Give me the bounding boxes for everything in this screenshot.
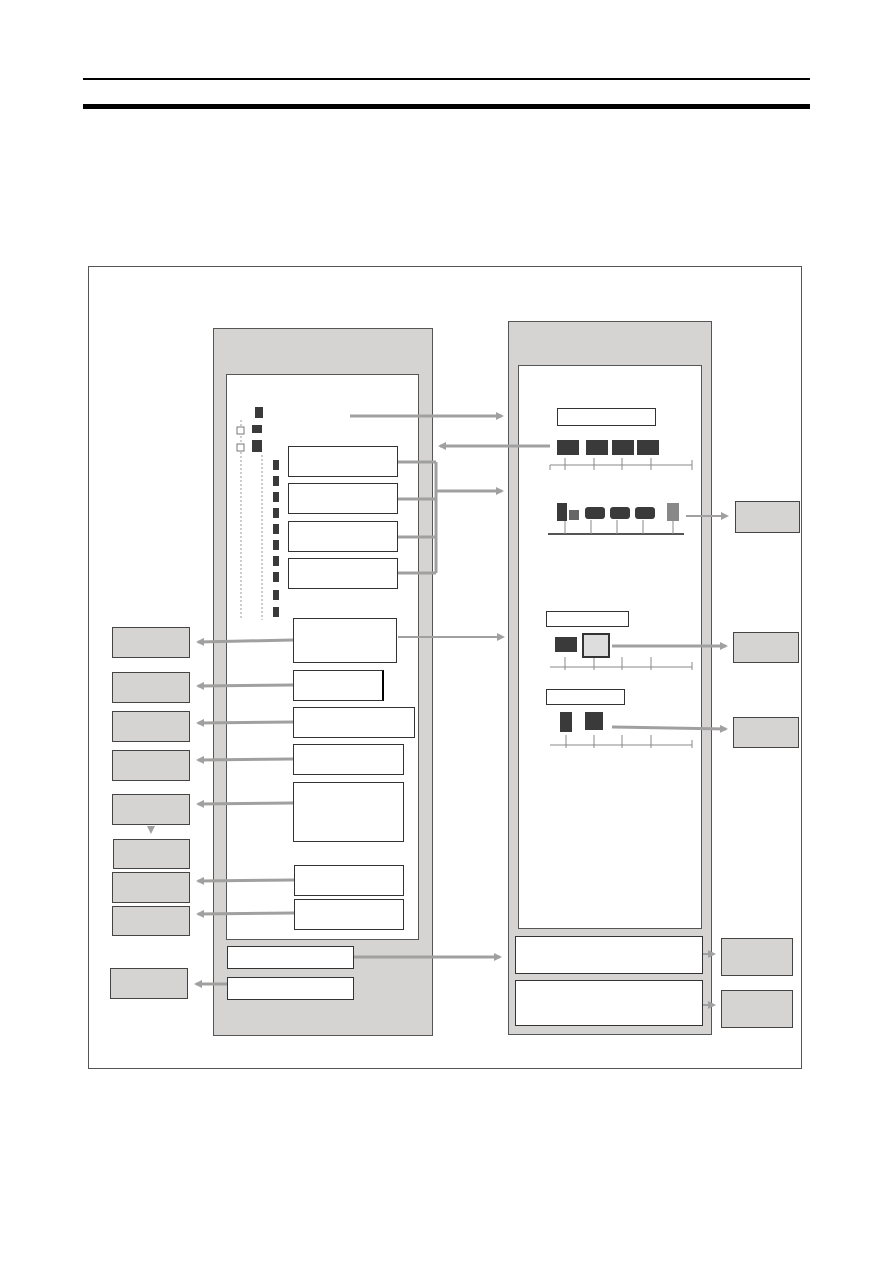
- external-right-box-3: [733, 717, 799, 748]
- external-left-box-7: [112, 872, 190, 903]
- plc-device-icon: [586, 440, 608, 455]
- plc-device-icon: [555, 637, 577, 652]
- hmi-device-icon: [582, 633, 610, 658]
- function-box-a: [293, 618, 397, 663]
- header-thin-rule: [83, 78, 810, 80]
- left-bottom-box-2: [227, 977, 354, 1000]
- left-bottom-box-1: [227, 946, 354, 969]
- network-title-box-2: [546, 611, 629, 627]
- function-box-f: [294, 865, 404, 896]
- external-left-box-5: [112, 794, 190, 825]
- plc-device-icon: [557, 440, 579, 455]
- drive-device-icon: [610, 507, 630, 519]
- network-config-box-1: [288, 446, 398, 477]
- external-left-box-3: [112, 711, 190, 742]
- right-bottom-box-2: [515, 980, 703, 1026]
- external-left-box-9: [110, 968, 188, 999]
- sensor-device-icon: [667, 503, 679, 521]
- drive-device-icon: [585, 507, 605, 519]
- function-box-g: [294, 899, 404, 930]
- function-box-c: [293, 707, 415, 738]
- device-glyphs: [555, 440, 679, 732]
- network-buses: [548, 458, 693, 748]
- network-tree: [240, 420, 263, 620]
- external-right-box-2: [733, 632, 799, 663]
- external-right-box-1: [735, 501, 800, 533]
- function-box-d: [293, 744, 404, 775]
- external-left-box-1: [112, 627, 190, 658]
- external-left-box-6: [113, 839, 190, 869]
- external-left-box-2: [112, 672, 190, 703]
- controller-device-icon: [560, 712, 572, 732]
- network-config-box-4: [288, 558, 398, 589]
- network-config-box-2: [288, 483, 398, 514]
- network-config-box-3: [288, 521, 398, 552]
- network-title-box-1: [557, 408, 656, 426]
- plc-device-icon: [637, 440, 659, 455]
- function-box-e: [293, 782, 404, 842]
- header-thick-rule: [83, 104, 810, 109]
- tree-node-icons: [236, 407, 279, 617]
- external-right-box-4: [721, 938, 793, 976]
- external-left-box-8: [112, 906, 190, 936]
- terminal-device-icon: [585, 712, 603, 730]
- plc-device-icon: [612, 440, 634, 455]
- drive-device-icon: [635, 507, 655, 519]
- right-bottom-box-1: [515, 936, 703, 974]
- controller-device-icon: [557, 503, 567, 521]
- function-box-b: [293, 670, 384, 701]
- network-title-box-3: [546, 689, 625, 705]
- external-left-box-4: [112, 750, 190, 781]
- external-right-box-5: [721, 990, 793, 1028]
